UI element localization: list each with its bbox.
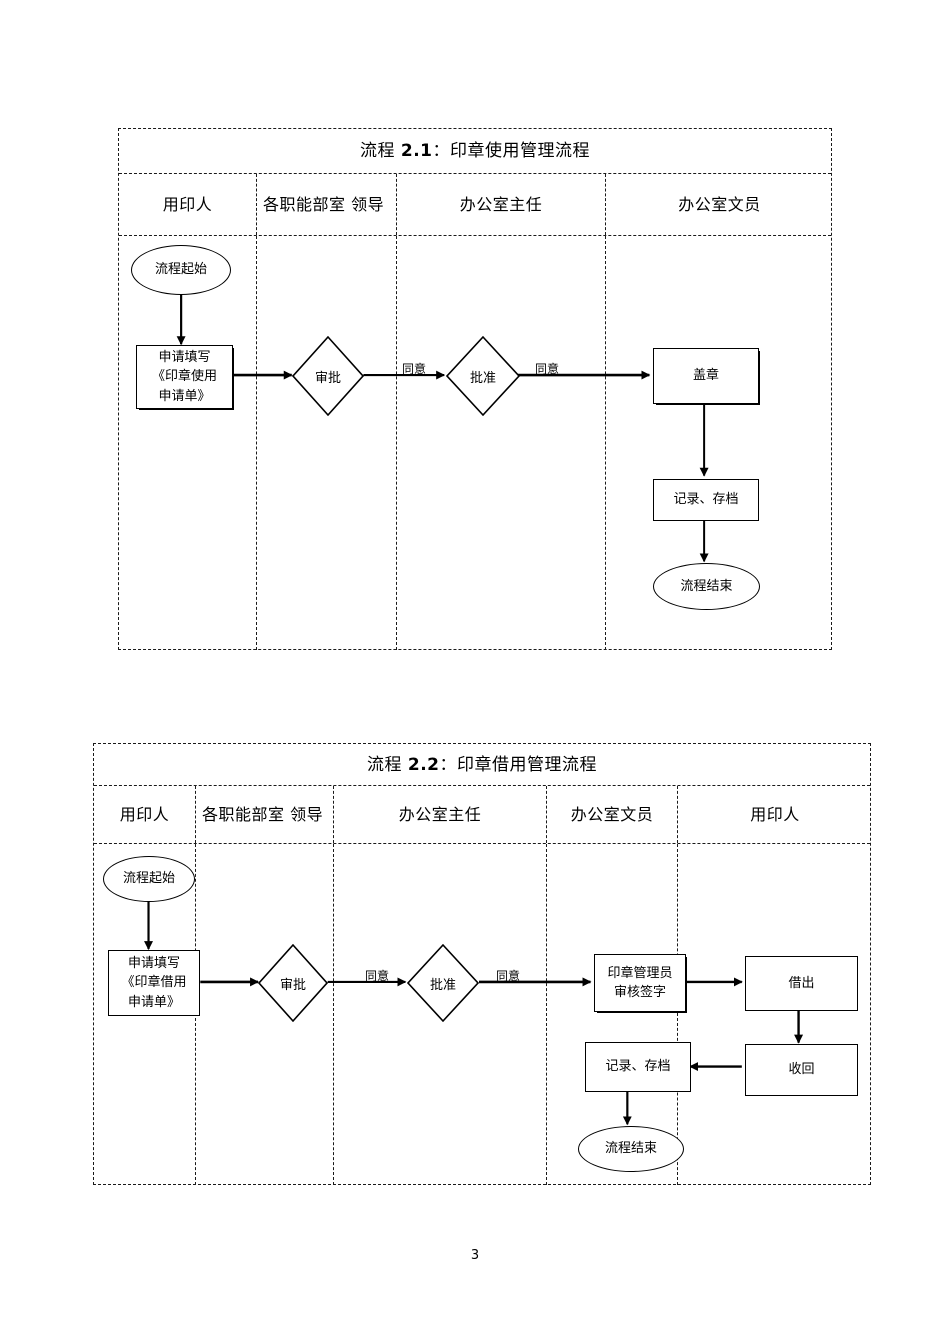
flowchart-2-node-approve: 批准 (407, 944, 479, 1022)
lane-label: 用印人 (162, 194, 213, 214)
lane-label: 用印人 (119, 804, 170, 824)
node-label: 记录、存档 (673, 492, 739, 508)
lane-label: 办公室主任 (398, 804, 482, 824)
node-label: 收回 (788, 1062, 815, 1078)
flowchart-2-lane-header-2: 办公室主任 (333, 786, 546, 843)
node-label: 流程结束 (604, 1141, 657, 1157)
flowchart-1-node-approve: 批准 (446, 336, 520, 416)
flowchart-2-lane-header-0: 用印人 (94, 786, 195, 843)
node-label: 审批 (279, 977, 306, 993)
flowchart-1-title-number: 2.1 (400, 141, 433, 161)
lane-label: 用印人 (750, 804, 800, 824)
node-label: 流程结束 (680, 578, 733, 594)
flowchart-1-node-start: 流程起始 (131, 245, 231, 295)
flowchart-1-title-suffix: ：印章使用管理流程 (432, 141, 591, 161)
lane-label: 各职能部室 领导 (202, 804, 324, 824)
flowchart-2-edge-label-agree2: 同意 (496, 969, 521, 983)
flowchart-2-lane-header-3: 办公室文员 (546, 786, 677, 843)
flowchart-2-lane-divider-2 (333, 844, 334, 1185)
flowchart-1-lane-divider-3 (605, 236, 606, 650)
flowchart-1-lane-header-0: 用印人 (119, 174, 256, 235)
node-label: 批准 (429, 977, 456, 993)
flowchart-2-lane-header-4: 用印人 (677, 786, 872, 843)
node-label: 流程起始 (154, 262, 207, 278)
flowchart-1-node-stamp: 盖章 (653, 348, 759, 404)
flowchart-1-lane-header-2: 办公室主任 (396, 174, 605, 235)
flowchart-1-edge-label-agree1: 同意 (402, 362, 427, 376)
flowchart-1-node-record: 记录、存档 (653, 479, 759, 521)
flowchart-2-node-sign: 印章管理员 审核签字 (594, 954, 686, 1012)
flowchart-2-node-retrieve: 收回 (745, 1044, 858, 1096)
lane-label: 办公室文员 (678, 194, 761, 214)
flowchart-1-lane-header-row: 用印人 各职能部室 领导 办公室主任 办公室文员 (119, 174, 831, 236)
flowchart-2-lane-divider-3 (546, 844, 547, 1185)
node-label: 申请填写 《印章使用 申请单》 (151, 349, 217, 404)
lane-label: 办公室文员 (570, 804, 654, 824)
node-label: 记录、存档 (605, 1059, 671, 1075)
flowchart-1-lane-header-1: 各职能部室 领导 (256, 174, 396, 235)
node-label: 印章管理员 审核签字 (607, 965, 673, 1001)
flowchart-1-edge-label-agree2: 同意 (535, 362, 560, 376)
node-label: 流程起始 (122, 871, 175, 887)
flowchart-1-title-prefix: 流程 (359, 141, 401, 161)
flowchart-1-lane-divider-2 (396, 236, 397, 650)
flowchart-2-title-number: 2.2 (407, 755, 440, 775)
flowchart-2-title: 流程 2.2：印章借用管理流程 (94, 744, 870, 786)
flowchart-1-table: 流程 2.1：印章使用管理流程 用印人 各职能部室 领导 办公室主任 办公室文员 (118, 128, 832, 650)
flowchart-2-node-end: 流程结束 (578, 1126, 684, 1172)
lane-label: 各职能部室 领导 (263, 194, 385, 214)
page-number: 3 (470, 1248, 480, 1263)
flowchart-2-node-review: 审批 (258, 944, 328, 1022)
node-label: 审批 (314, 370, 341, 386)
node-label: 盖章 (692, 368, 719, 384)
flowchart-1-node-apply: 申请填写 《印章使用 申请单》 (136, 345, 233, 409)
flowchart-2-lane-header-1: 各职能部室 领导 (195, 786, 333, 843)
flowchart-2-node-record: 记录、存档 (585, 1042, 691, 1092)
node-label: 批准 (469, 370, 496, 386)
flowchart-2-node-apply: 申请填写 《印章借用 申请单》 (108, 950, 200, 1016)
node-label: 借出 (788, 975, 815, 991)
flowchart-1-node-review: 审批 (292, 336, 364, 416)
flowchart-2-lane-divider-4 (677, 844, 678, 1185)
flowchart-1-lane-divider-1 (256, 236, 257, 650)
flowchart-2-title-suffix: ：印章借用管理流程 (439, 755, 598, 775)
lane-label: 办公室主任 (459, 194, 543, 214)
flowchart-2-title-prefix: 流程 (366, 755, 408, 775)
node-label: 申请填写 《印章借用 申请单》 (121, 955, 187, 1010)
flowchart-1-node-end: 流程结束 (653, 563, 760, 610)
flowchart-1-title: 流程 2.1：印章使用管理流程 (119, 129, 831, 174)
flowchart-1-lane-header-3: 办公室文员 (605, 174, 833, 235)
flowchart-2-lane-header-row: 用印人 各职能部室 领导 办公室主任 办公室文员 用印人 (94, 786, 870, 844)
flowchart-2-table: 流程 2.2：印章借用管理流程 用印人 各职能部室 领导 办公室主任 办公室文员… (93, 743, 871, 1185)
flowchart-2-node-lend: 借出 (745, 956, 858, 1011)
flowchart-2-edge-label-agree1: 同意 (365, 969, 390, 983)
flowchart-2-node-start: 流程起始 (103, 856, 195, 902)
